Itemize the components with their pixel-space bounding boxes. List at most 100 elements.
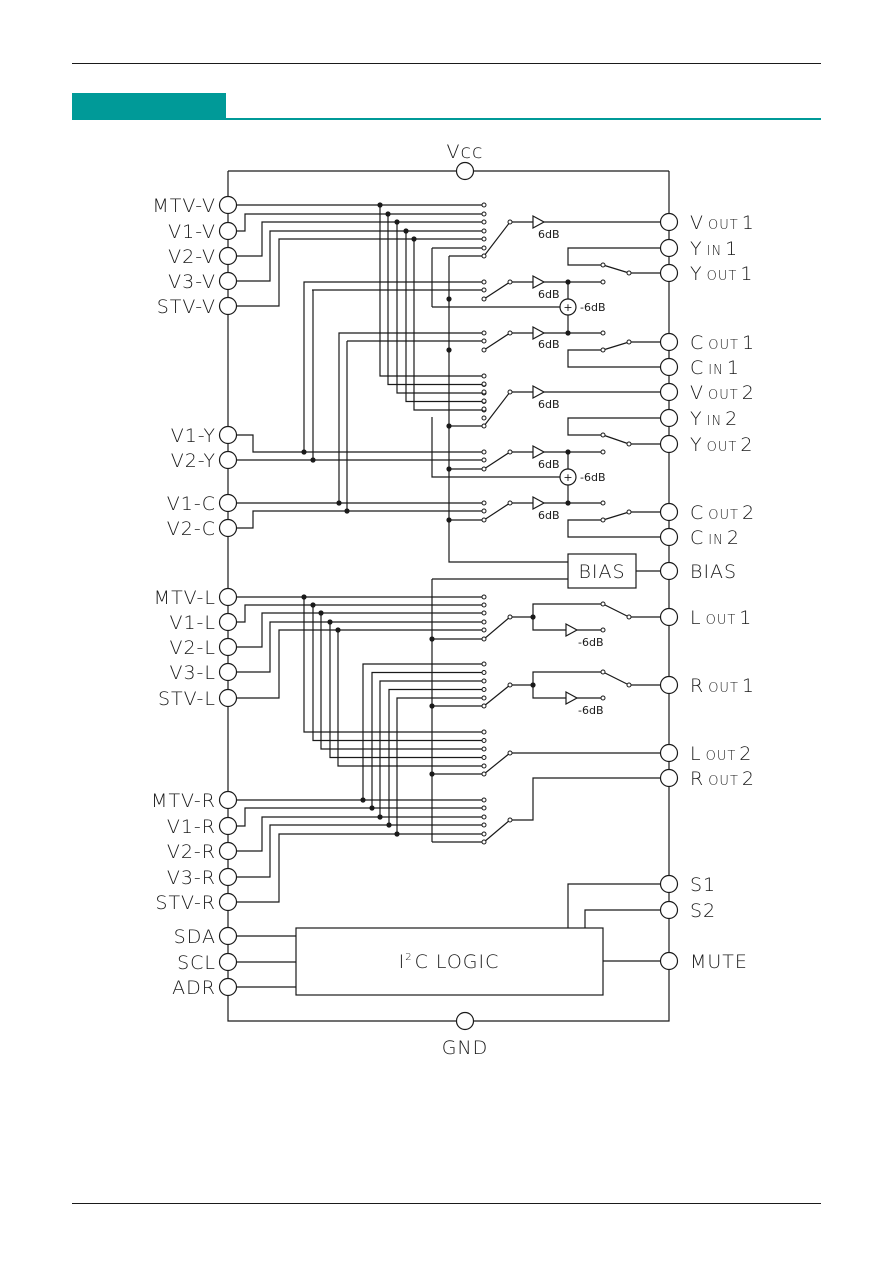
pin-label-v1-v: V1-V [168,221,216,243]
wire [567,417,660,436]
pin-v3-l [218,662,238,682]
wire [567,349,660,368]
adder-gain: -6dB [580,301,606,314]
junction-dot [369,805,375,811]
switch-terminal [626,339,632,345]
pin-label-mute: MUTE [690,951,748,973]
pin-scl [218,952,238,972]
pin-v2-r [218,841,238,861]
junction-dot [446,296,452,302]
switch-terminal [481,602,487,608]
switch-terminal [600,517,606,523]
adder-gain: -6dB [580,471,606,484]
wire [237,434,484,453]
switch-terminal [507,330,513,336]
wire [602,511,630,521]
switch-terminal [481,415,487,421]
pin-label-v3-l: V3-L [169,662,216,684]
junction-dot [446,466,452,472]
adder-icon [559,468,577,486]
switch-terminal [507,279,513,285]
switch-terminal [626,614,632,620]
junction-dot [385,211,391,217]
junction-dot [411,236,417,242]
wire [388,688,484,825]
gain-label: 6dB [538,228,560,241]
pin-yout1 [659,263,679,283]
wire [532,671,603,685]
switch-terminal [481,279,487,285]
junction-dot [344,508,350,514]
header-rule [72,63,821,64]
wire [532,685,566,699]
switch-terminal [481,610,487,616]
wire [362,663,484,800]
switch-terminal [481,687,487,692]
pin-yout2 [659,434,679,454]
wire [567,247,660,266]
switch-terminal [507,449,513,455]
pin-v1-r [218,816,238,836]
switch-terminal [481,636,487,642]
wire [320,613,484,750]
switch-terminal [600,347,606,353]
pin-label-scl: SCL [177,952,216,974]
gnd-pin [455,1011,475,1031]
pin-v2-y [218,450,238,470]
wire [237,221,484,257]
amplifier-icon [532,214,546,230]
pin-cout1 [659,332,679,352]
pin-v2-c [218,518,238,538]
pin-v3-r [218,867,238,887]
amplifier-icon [565,622,579,638]
switch-terminal [481,627,487,633]
pin-label-v2-r: V2-R [167,841,216,863]
wire [237,629,484,699]
amplifier-icon [565,690,579,706]
wire [532,603,603,617]
wire [387,214,484,386]
junction-dot [565,449,571,455]
gain-label: 6dB [538,338,560,351]
junction-dot [377,814,383,820]
junction-dot [360,797,366,803]
switch-terminal [481,678,487,684]
switch-terminal [481,398,487,404]
pin-label-v2-v: V2-V [168,246,216,268]
wire [431,417,560,478]
switch-terminal [626,509,632,515]
junction-dot [446,517,452,523]
pin-v1-c [218,493,238,513]
pin-v1-v [218,221,238,241]
wire [567,883,660,928]
switch-terminal [600,262,606,268]
wire [329,622,484,759]
wire [237,510,484,529]
pin-sda [218,926,238,946]
pin-stv-l [218,688,238,708]
switch-arm [483,221,511,257]
wire [337,630,484,767]
switch-terminal [481,406,487,412]
junction-dot [335,627,341,633]
junction-dot [530,614,536,620]
junction-dot [310,602,316,608]
pin-v1-l [218,612,238,632]
switch-terminal [481,389,487,395]
pin-label-v2-y: V2-Y [171,450,216,472]
wire [602,264,630,274]
pin-vout2 [659,382,679,402]
gain-label: 6dB [538,509,560,522]
amplifier-icon [532,444,546,460]
switch-terminal [600,695,606,701]
wire [237,612,484,648]
pin-adr [218,977,238,997]
pin-label-mtv-r: MTV-R [151,790,216,812]
wire [602,434,630,445]
switch-terminal [481,755,487,760]
switch-terminal [481,449,487,455]
